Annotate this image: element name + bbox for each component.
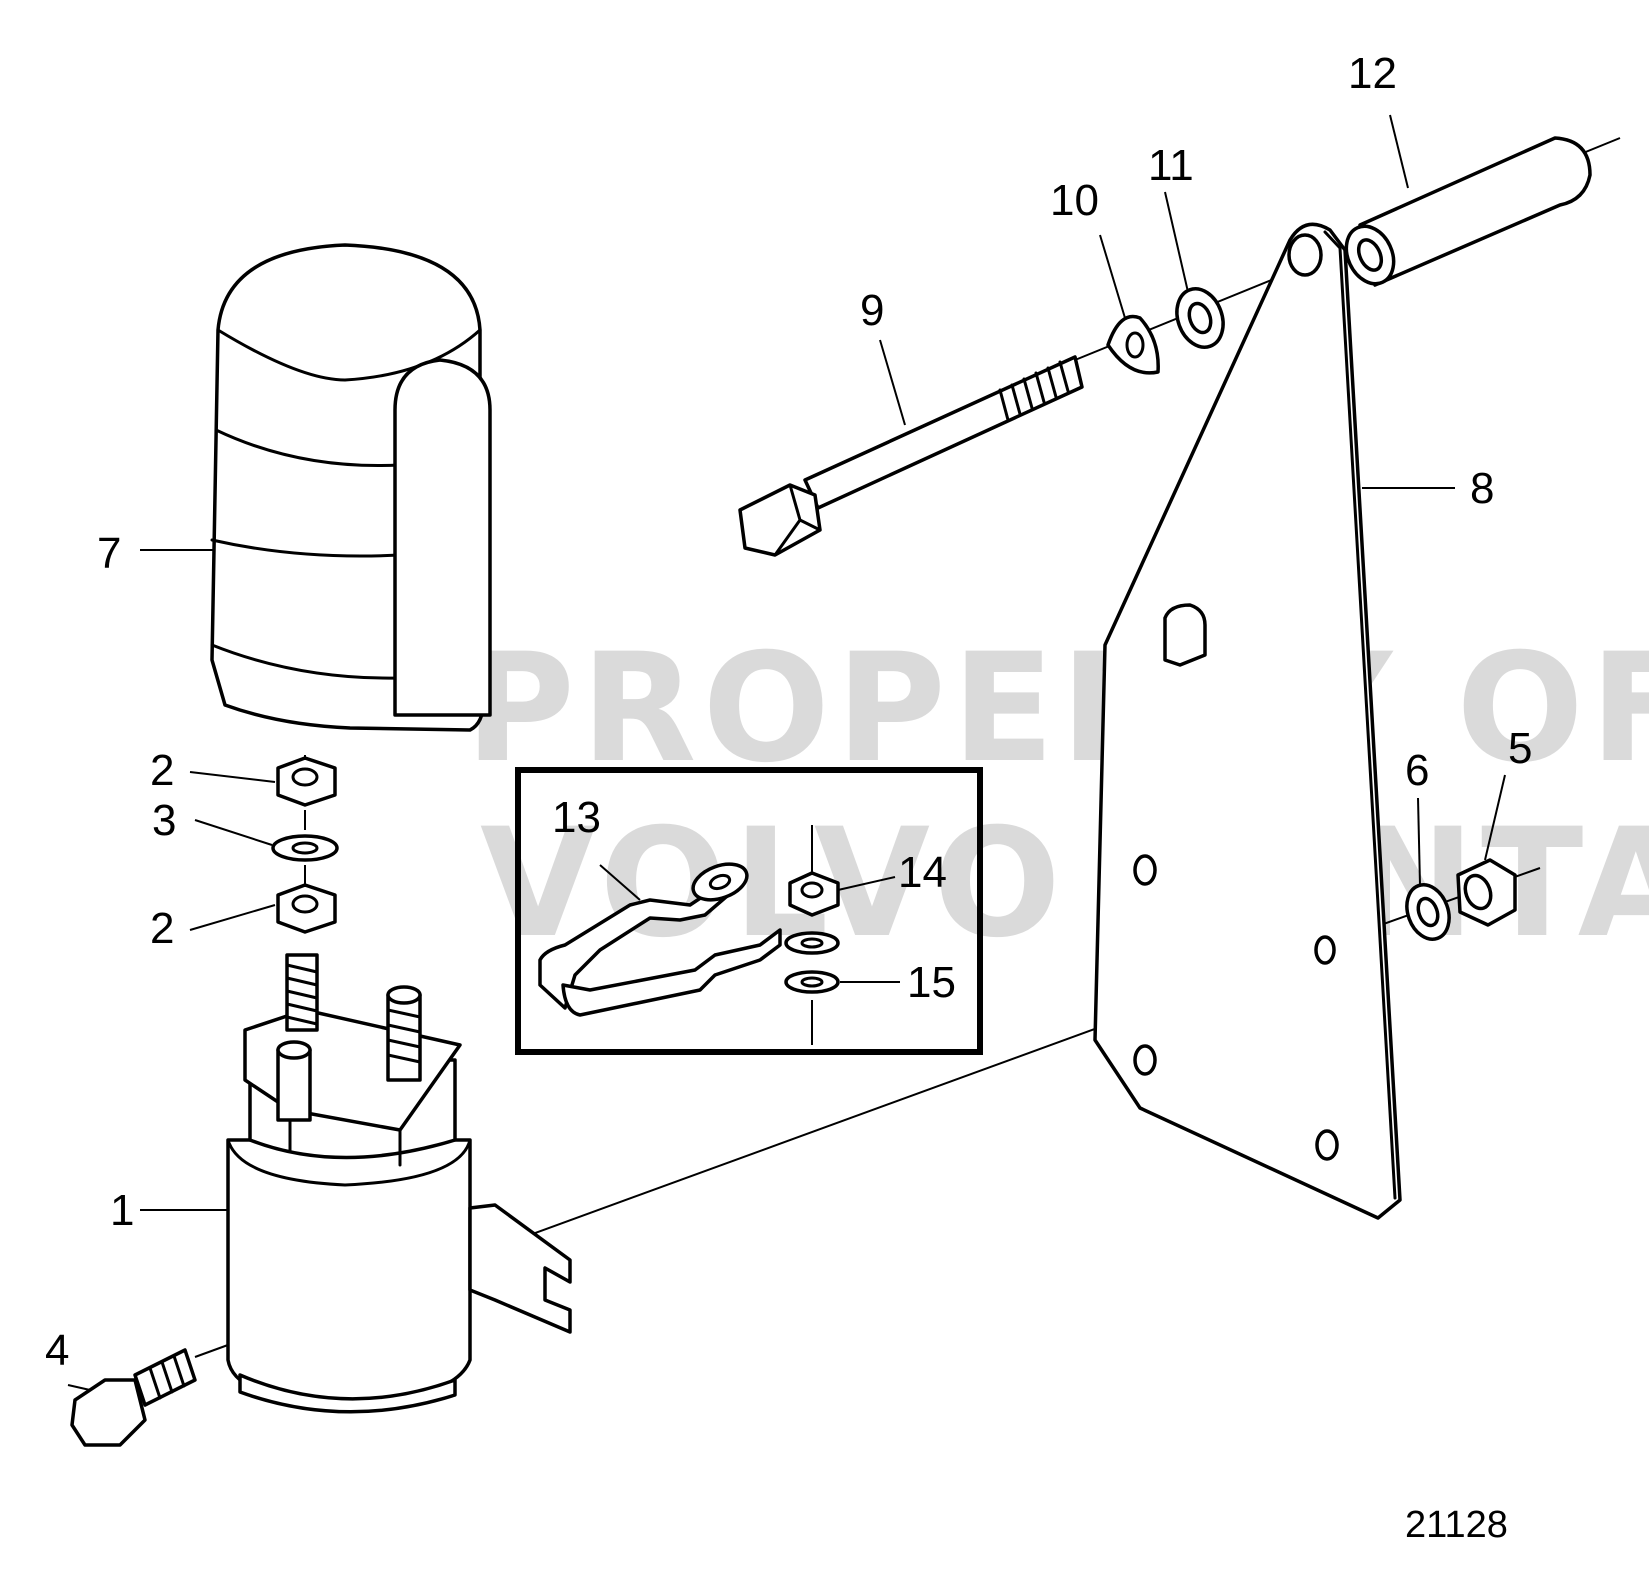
washer-6 bbox=[1405, 883, 1451, 941]
watermark-line-2: VOLVO PENTA bbox=[480, 797, 1649, 971]
callout-5: 5 bbox=[1508, 724, 1532, 773]
callout-6: 6 bbox=[1405, 746, 1429, 795]
spacer-tube bbox=[1344, 136, 1592, 287]
callout-14: 14 bbox=[898, 848, 947, 897]
callout-2-lower: 2 bbox=[150, 904, 174, 953]
callout-4: 4 bbox=[45, 1326, 69, 1375]
inset-detail-box bbox=[515, 767, 983, 1055]
washer-11 bbox=[1175, 287, 1225, 349]
callout-11: 11 bbox=[1148, 141, 1194, 190]
leader-lines bbox=[67, 114, 1506, 1391]
bolt-4 bbox=[70, 1348, 197, 1447]
bracket-plate bbox=[1093, 222, 1402, 1220]
callout-7: 7 bbox=[97, 529, 121, 578]
callout-2-upper: 2 bbox=[150, 746, 174, 795]
callout-12: 12 bbox=[1348, 49, 1397, 98]
washer-3 bbox=[271, 810, 339, 862]
bolt-9 bbox=[738, 355, 1084, 557]
callout-8: 8 bbox=[1470, 464, 1494, 513]
solenoid-cover bbox=[210, 243, 492, 732]
callout-15: 15 bbox=[907, 958, 956, 1007]
nut-5 bbox=[1456, 858, 1517, 927]
nut-2-lower bbox=[276, 865, 337, 934]
callout-3: 3 bbox=[152, 796, 176, 845]
callout-1: 1 bbox=[110, 1186, 134, 1235]
callout-10: 10 bbox=[1050, 176, 1099, 225]
lock-washer-10 bbox=[1106, 314, 1160, 375]
callout-labels: 1 2 2 3 4 5 6 7 8 9 10 11 12 13 14 15 bbox=[45, 49, 1532, 1375]
nut-2-upper bbox=[276, 755, 337, 807]
callout-9: 9 bbox=[860, 286, 884, 335]
callout-13: 13 bbox=[552, 793, 601, 842]
figure-number: 21128 bbox=[1405, 1504, 1508, 1546]
solenoid-1 bbox=[226, 953, 572, 1414]
